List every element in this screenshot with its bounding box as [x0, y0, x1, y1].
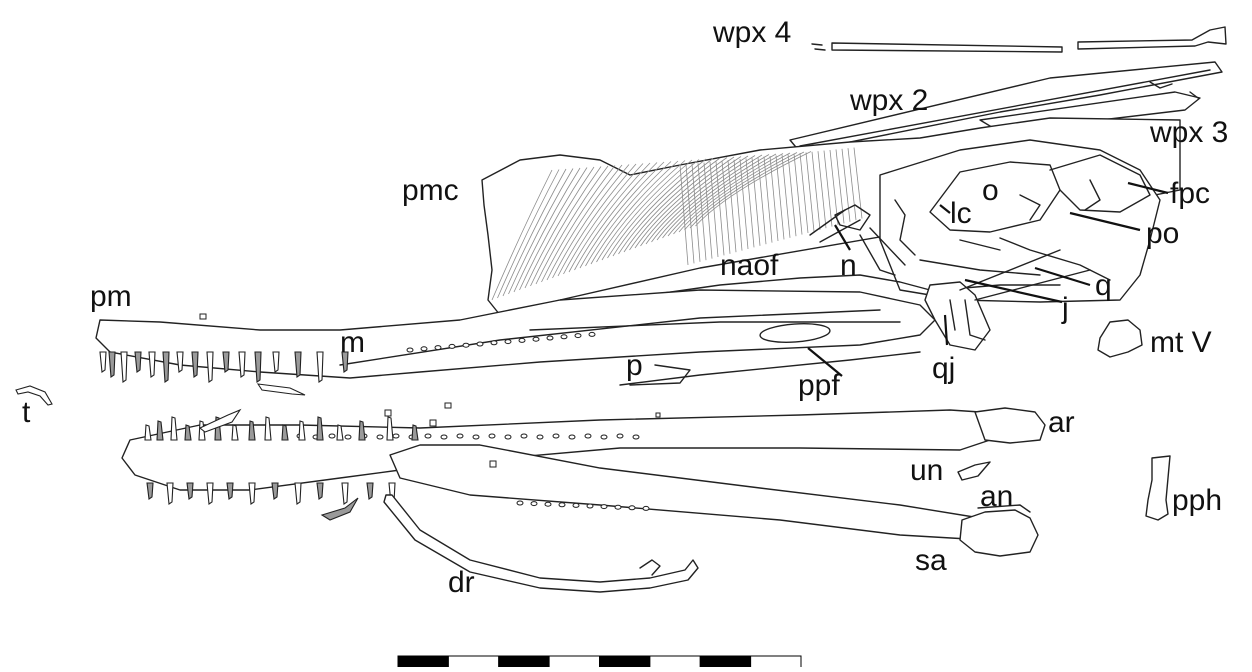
label-sa: sa: [915, 544, 947, 577]
scale-bar-segment: [549, 656, 599, 667]
label-pph: pph: [1172, 484, 1222, 517]
scale-bar-segment: [700, 656, 750, 667]
label-lc: lc: [950, 197, 972, 230]
label-j: j: [1061, 292, 1069, 325]
label-t: t: [22, 396, 31, 429]
unidentified-fragment: [958, 462, 990, 480]
lower-jaw: [122, 408, 1045, 556]
scale-bar-segment: [650, 656, 700, 667]
label-ppf: ppf: [798, 369, 840, 402]
label-q: q: [1095, 269, 1112, 302]
pedal-phalanx: [1146, 456, 1170, 520]
metatarsal-v: [1098, 320, 1142, 357]
label-mtV: mt V: [1150, 326, 1212, 359]
label-naof: naof: [720, 249, 779, 282]
scale-bar: [398, 656, 801, 667]
label-m: m: [340, 326, 365, 359]
label-pmc: pmc: [402, 174, 459, 207]
label-o: o: [982, 174, 999, 207]
skull-posterior: [880, 140, 1160, 302]
label-n: n: [840, 249, 857, 282]
scale-bar-segment: [600, 656, 650, 667]
label-fpc: fpc: [1170, 177, 1210, 210]
label-un: un: [910, 454, 943, 487]
label-ar: ar: [1048, 406, 1075, 439]
scale-bar-segment: [448, 656, 498, 667]
label-wpx3: wpx 3: [1149, 116, 1228, 149]
label-dr: dr: [448, 566, 475, 599]
label-pm: pm: [90, 280, 132, 313]
label-po: po: [1146, 217, 1179, 250]
label-p: p: [626, 349, 643, 382]
label-an: an: [980, 480, 1013, 513]
scale-bar-segment: [398, 656, 448, 667]
label-wpx4: wpx 4: [712, 16, 791, 49]
label-qj: qj: [932, 352, 955, 385]
wing-phalanx-4: [812, 27, 1226, 52]
scale-bar-segment: [751, 656, 801, 667]
label-wpx2: wpx 2: [849, 84, 928, 117]
scale-bar-segment: [499, 656, 549, 667]
